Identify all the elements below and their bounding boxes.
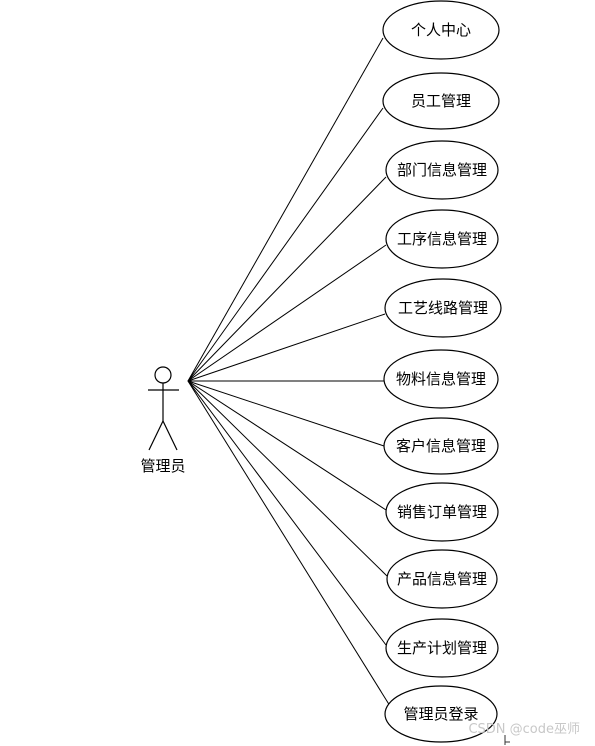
use-case-sales-order-management: 销售订单管理: [385, 482, 499, 542]
association-line: [187, 176, 387, 382]
use-case-production-plan-management: 生产计划管理: [385, 618, 499, 678]
use-case-label: 部门信息管理: [397, 161, 487, 179]
actor-label: 管理员: [140, 457, 185, 475]
association-line: [187, 107, 384, 382]
use-case-label: 工序信息管理: [397, 230, 487, 248]
use-case-label: 员工管理: [411, 92, 471, 110]
use-case-process-management: 工序信息管理: [385, 209, 499, 269]
actor-head: [154, 366, 172, 384]
use-case-staff-management: 员工管理: [382, 72, 500, 130]
use-case-product-management: 产品信息管理: [386, 549, 498, 609]
association-line: [187, 244, 387, 382]
use-case-route-management: 工艺线路管理: [384, 278, 502, 338]
use-case-customer-management: 客户信息管理: [383, 417, 499, 475]
use-case-list: 个人中心 员工管理 部门信息管理 工序信息管理 工艺线路管理 物料信息管理 客户…: [382, 0, 502, 743]
actor-right-leg: [162, 420, 178, 451]
text-cursor-icon: [504, 735, 510, 745]
use-case-label: 客户信息管理: [396, 437, 486, 455]
actor-left-leg: [148, 420, 164, 451]
association-lines: [187, 37, 391, 707]
association-line: [187, 380, 391, 707]
use-case-label: 个人中心: [411, 21, 471, 39]
use-case-label: 工艺线路管理: [398, 299, 488, 317]
actor-admin: 管理员: [140, 366, 186, 475]
use-case-material-management: 物料信息管理: [383, 349, 499, 409]
use-case-label: 物料信息管理: [396, 370, 486, 388]
use-case-label: 销售订单管理: [397, 503, 487, 521]
association-line: [187, 380, 385, 447]
watermark: CSDN @code巫师: [468, 722, 580, 737]
association-line: [187, 380, 387, 511]
use-case-admin-login: 管理员登录: [384, 685, 498, 743]
association-line: [187, 380, 388, 577]
use-case-label: 生产计划管理: [397, 639, 487, 657]
association-line: [187, 380, 387, 646]
association-line: [187, 313, 386, 382]
association-line: [187, 37, 384, 382]
use-case-label: 产品信息管理: [397, 570, 487, 588]
use-case-personal-center: 个人中心: [382, 0, 500, 60]
use-case-label: 管理员登录: [403, 705, 478, 723]
use-case-department-management: 部门信息管理: [385, 140, 499, 200]
